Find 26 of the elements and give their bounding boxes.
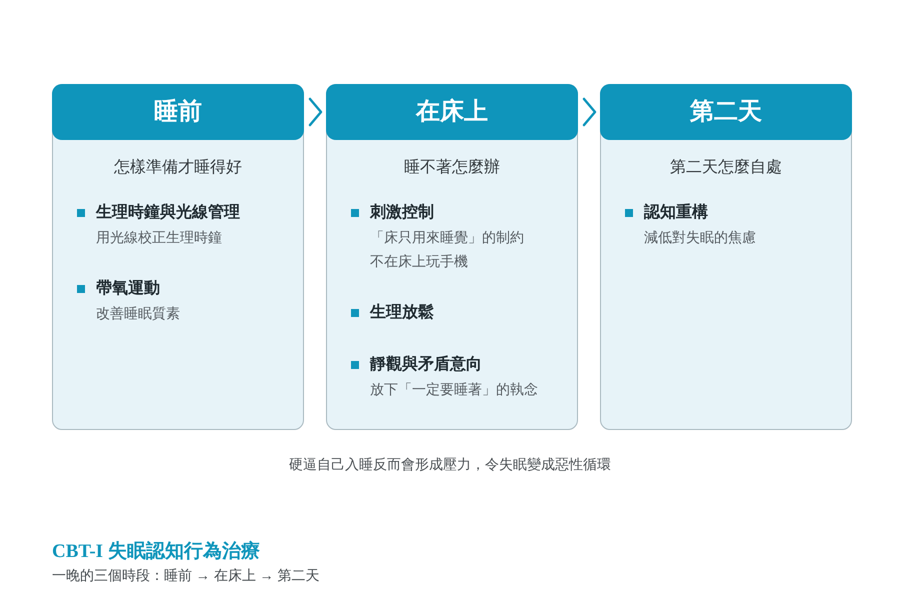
caption: 一晚的三個時段：睡前 → 在床上 → 第二天 xyxy=(52,566,320,585)
stage-card xyxy=(326,84,578,430)
item-title: 認知重構 xyxy=(644,202,709,223)
item-description: 不在床上玩手機 xyxy=(370,252,469,271)
title: CBT-I 失眠認知行為治療 xyxy=(52,540,260,564)
card-subtitle: 怎樣準備才睡得好 xyxy=(113,158,243,178)
item-title: 生理時鐘與光線管理 xyxy=(96,202,241,223)
card-subtitle: 第二天怎麼自處 xyxy=(669,158,783,178)
note-text: 硬逼自己入睡反而會形成壓力，令失眠變成惡性循環 xyxy=(288,455,612,474)
item-title: 靜觀與矛盾意向 xyxy=(370,354,483,375)
item-title: 刺激控制 xyxy=(370,202,435,223)
card-subtitle: 睡不著怎麼辦 xyxy=(403,158,501,178)
item-title: 生理放鬆 xyxy=(370,302,435,323)
chevron-arrow xyxy=(308,98,322,126)
card-header: 在床上 xyxy=(326,84,578,140)
item-description: 放下「一定要睡著」的執念 xyxy=(370,380,539,399)
chevron-arrow xyxy=(582,98,596,126)
item-description: 「床只用來睡覺」的制約 xyxy=(370,228,525,247)
item-title: 帶氧運動 xyxy=(96,278,161,299)
stage-card xyxy=(600,84,852,430)
card-header: 睡前 xyxy=(52,84,304,140)
item-description: 改善睡眠質素 xyxy=(96,304,181,323)
card-header: 第二天 xyxy=(600,84,852,140)
item-description: 減低對失眠的焦慮 xyxy=(644,228,757,247)
item-description: 用光線校正生理時鐘 xyxy=(96,228,223,247)
stage-card xyxy=(52,84,304,430)
